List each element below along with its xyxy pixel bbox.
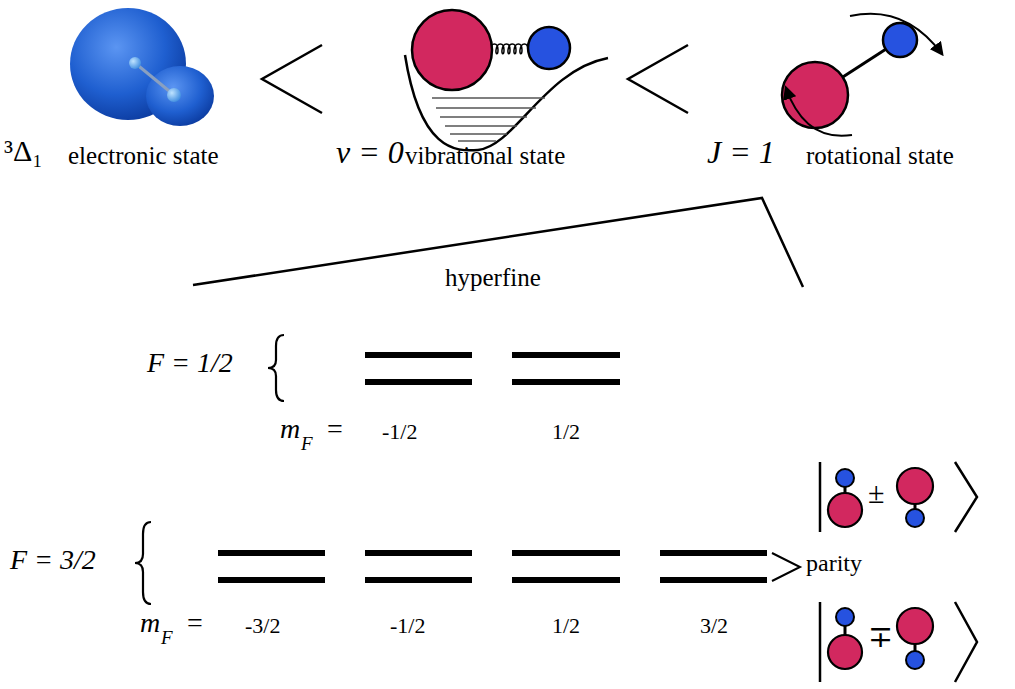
structure-caption: hyperfine — [445, 265, 541, 290]
rotation-arrow — [786, 88, 852, 136]
spring — [490, 44, 530, 54]
heavy-atom — [782, 62, 848, 128]
projection-value: 1/2 — [552, 421, 580, 443]
quantum-number: F = 1/2 — [147, 349, 233, 377]
superposition-sign: ± — [868, 478, 884, 508]
energy-levels — [218, 550, 767, 583]
level-caption: electronic state — [68, 143, 219, 168]
brace — [268, 335, 284, 401]
projection-value: 1/2 — [552, 615, 580, 637]
projection-value: -3/2 — [245, 615, 280, 637]
quantum-number: F = 3/2 — [10, 546, 96, 574]
energy-levels — [365, 352, 620, 385]
bond-line — [135, 63, 174, 95]
orbital-lobe — [146, 66, 214, 126]
quantum-number: J = 1 — [707, 136, 775, 168]
state-term-symbol: ³Δ₁ — [4, 136, 43, 166]
atom-sphere — [129, 57, 141, 69]
atom-sphere — [167, 88, 181, 102]
equals-sign: = — [187, 609, 203, 637]
level-caption: rotational state — [806, 143, 954, 168]
quantum-subscript: F — [161, 628, 173, 647]
brace — [135, 522, 151, 604]
level-caption: vibrational state — [405, 143, 565, 168]
hierarchy-bracket — [262, 45, 322, 113]
quantum-number: v = 0 — [336, 136, 404, 168]
parity-caption: parity — [806, 551, 862, 575]
quantum-symbol: m — [280, 415, 300, 443]
parity-ket — [820, 602, 977, 682]
vibration-illustration — [405, 10, 608, 150]
quantum-symbol: m — [140, 609, 160, 637]
rotation-arrow — [850, 14, 942, 54]
vibrational-levels — [432, 98, 545, 141]
projection-value: -1/2 — [390, 615, 425, 637]
projection-value: -1/2 — [382, 421, 417, 443]
quantum-subscript: F — [301, 434, 313, 453]
light-atom — [883, 23, 917, 57]
hierarchy-bracket — [628, 45, 688, 113]
parity-bracket — [772, 553, 800, 581]
projection-value: 3/2 — [700, 615, 728, 637]
parity-ket — [820, 462, 977, 532]
heavy-atom — [412, 10, 492, 90]
rotation-illustration — [782, 14, 942, 136]
equals-sign: = — [327, 415, 343, 443]
light-atom — [528, 27, 570, 69]
superposition-sign: ∓ — [868, 622, 893, 652]
orbital-illustration — [70, 8, 214, 126]
